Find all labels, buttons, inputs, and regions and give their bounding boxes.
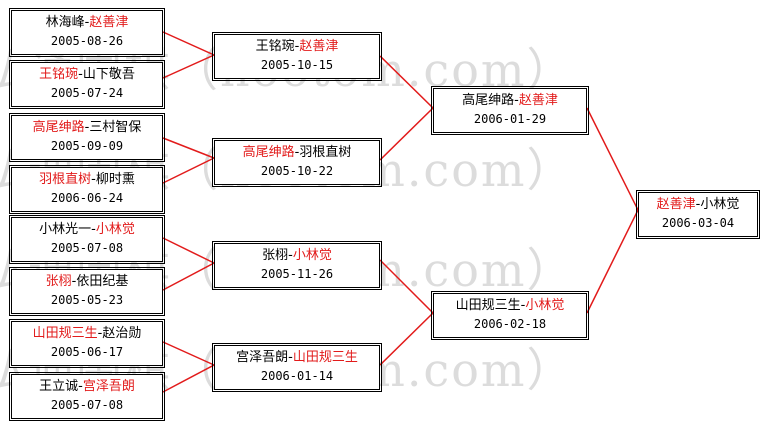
match-players: 高尾绅路-三村智保 [33, 120, 142, 135]
player-1: 山田规三生 [32, 326, 98, 341]
separator: - [97, 326, 103, 341]
match-date: 2006-02-18 [473, 317, 547, 331]
player-2: 赵治勋 [102, 326, 142, 341]
player-1: 王铭琬 [255, 39, 295, 54]
player-2: 宫泽吾朗 [82, 379, 135, 394]
separator: - [288, 350, 293, 365]
bracket-connector [162, 137, 216, 184]
player-1: 高尾绅路 [242, 145, 295, 160]
player-2: 赵善津 [518, 93, 558, 108]
player-1: 林海峰 [45, 15, 85, 30]
match-box-final: 赵善津-小林觉 2006-03-04 [636, 190, 760, 239]
separator: - [71, 274, 77, 289]
player-1: 王立诚 [39, 379, 79, 394]
match-players: 林海峰-赵善津 [46, 15, 129, 30]
bracket-connector [379, 55, 435, 161]
match-date: 2005-05-23 [50, 293, 124, 307]
match-players: 小林光一-小林觉 [39, 222, 135, 237]
match-players: 赵善津-小林觉 [657, 197, 740, 212]
separator: - [84, 120, 90, 135]
separator: - [294, 145, 300, 160]
match-date: 2005-06-17 [50, 345, 124, 359]
player-2: 小林觉 [292, 248, 332, 263]
match-date: 2005-09-09 [50, 139, 124, 153]
player-1: 宫泽吾朗 [236, 350, 289, 365]
separator: - [288, 248, 293, 263]
separator: - [78, 379, 83, 394]
player-1: 赵善津 [656, 197, 696, 212]
match-date: 2005-07-08 [50, 398, 124, 412]
separator: - [514, 93, 519, 108]
match-box-r1-2: 王铭琬-山下敬吾 2005-07-24 [9, 60, 165, 109]
player-2: 小林觉 [700, 197, 740, 212]
match-players: 高尾绅路-赵善津 [462, 93, 558, 108]
match-date: 2005-07-24 [50, 86, 124, 100]
match-date: 2006-01-29 [473, 112, 547, 126]
player-2: 小林觉 [95, 222, 135, 237]
match-players: 王铭琬-山下敬吾 [39, 67, 135, 82]
match-box-r1-8: 王立诚-宫泽吾朗 2005-07-08 [9, 372, 165, 421]
separator: - [695, 197, 701, 212]
player-2: 柳时熏 [95, 172, 135, 187]
separator: - [91, 172, 96, 187]
player-2: 依田纪基 [76, 274, 129, 289]
player-1: 高尾绅路 [32, 120, 85, 135]
match-box-r2-4: 宫泽吾朗-山田规三生 2006-01-14 [212, 343, 382, 392]
bracket-connector [586, 107, 639, 314]
match-box-r1-3: 高尾绅路-三村智保 2005-09-09 [9, 113, 165, 162]
match-date: 2005-10-22 [260, 164, 334, 178]
player-2: 赵善津 [89, 15, 129, 30]
match-players: 宫泽吾朗-山田规三生 [236, 350, 358, 365]
bracket-connector [162, 341, 216, 393]
player-2: 山下敬吾 [82, 67, 135, 82]
match-players: 王铭琬-赵善津 [256, 39, 339, 54]
player-1: 羽根直树 [39, 172, 92, 187]
separator: - [78, 67, 83, 82]
match-players: 高尾绅路-羽根直树 [243, 145, 352, 160]
player-2: 赵善津 [299, 39, 339, 54]
separator: - [520, 298, 526, 313]
match-box-r1-4: 羽根直树-柳时熏 2006-06-24 [9, 165, 165, 214]
player-1: 张栩 [262, 248, 289, 263]
bracket-connector [162, 31, 216, 79]
match-date: 2006-06-24 [50, 191, 124, 205]
match-players: 张栩-依田纪基 [46, 274, 129, 289]
match-box-r1-7: 山田规三生-赵治勋 2005-06-17 [9, 319, 165, 368]
player-2: 小林觉 [525, 298, 565, 313]
match-players: 山田规三生-小林觉 [456, 298, 565, 313]
match-box-r2-2: 高尾绅路-羽根直树 2005-10-22 [212, 138, 382, 187]
player-2: 三村智保 [89, 120, 142, 135]
match-box-r1-1: 林海峰-赵善津 2005-08-26 [9, 8, 165, 57]
player-1: 高尾绅路 [462, 93, 515, 108]
player-2: 羽根直树 [299, 145, 352, 160]
match-players: 王立诚-宫泽吾朗 [39, 379, 135, 394]
match-box-r1-6: 张栩-依田纪基 2005-05-23 [9, 267, 165, 316]
player-1: 王铭琬 [39, 67, 79, 82]
match-date: 2005-11-26 [260, 267, 334, 281]
bracket-connector [379, 259, 435, 366]
match-players: 张栩-小林觉 [262, 248, 332, 263]
match-players: 羽根直树-柳时熏 [39, 172, 135, 187]
match-date: 2005-08-26 [50, 34, 124, 48]
separator: - [84, 15, 90, 30]
bracket-connector [162, 237, 216, 291]
match-date: 2005-10-15 [260, 58, 334, 72]
match-date: 2005-07-08 [50, 241, 124, 255]
match-box-r3-1: 高尾绅路-赵善津 2006-01-29 [431, 86, 589, 135]
separator: - [91, 222, 96, 237]
match-date: 2006-03-04 [661, 216, 735, 230]
match-box-r3-2: 山田规三生-小林觉 2006-02-18 [431, 291, 589, 340]
match-players: 山田规三生-赵治勋 [33, 326, 142, 341]
match-date: 2006-01-14 [260, 369, 334, 383]
match-box-r1-5: 小林光一-小林觉 2005-07-08 [9, 215, 165, 264]
player-2: 山田规三生 [292, 350, 358, 365]
player-1: 张栩 [45, 274, 72, 289]
player-1: 山田规三生 [455, 298, 521, 313]
match-box-r2-3: 张栩-小林觉 2005-11-26 [212, 241, 382, 290]
player-1: 小林光一 [39, 222, 92, 237]
match-box-r2-1: 王铭琬-赵善津 2005-10-15 [212, 32, 382, 81]
separator: - [294, 39, 300, 54]
